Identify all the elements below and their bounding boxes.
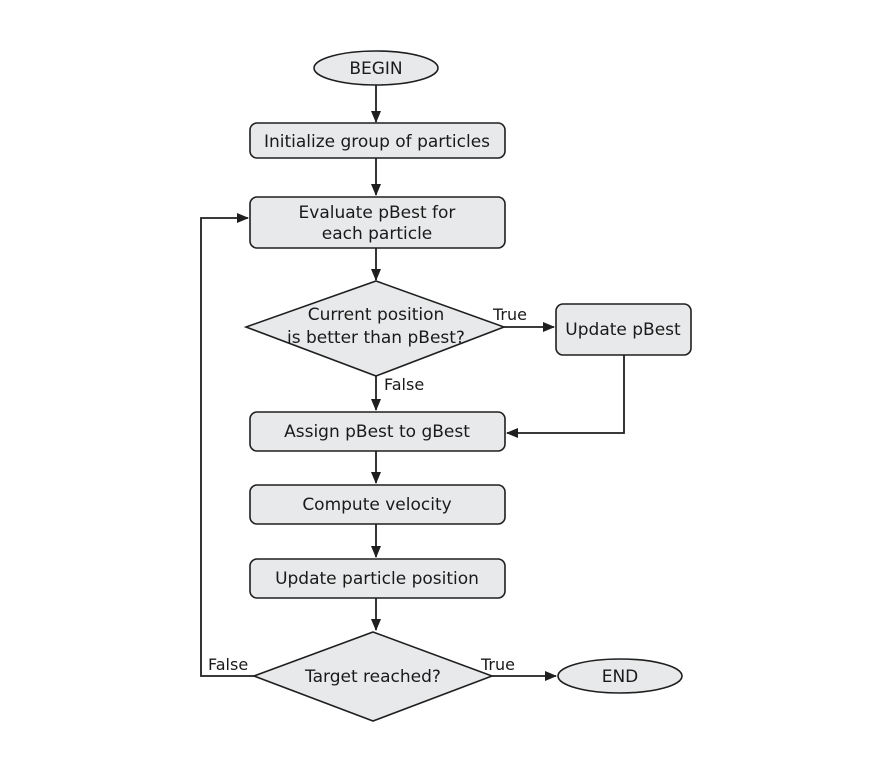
edge-update-pbest-to-assign [506, 355, 625, 438]
position-decision-label-line-2: is better than pBest? [287, 328, 465, 348]
connectors [200, 84, 625, 681]
update-position-label: Update particle position [275, 569, 479, 589]
position-true-label: True [492, 305, 527, 324]
initialize-label: Initialize group of particles [264, 132, 490, 152]
velocity-step: Compute velocity [249, 484, 506, 525]
evaluate-step: Evaluate pBest for each particle [249, 196, 506, 249]
assign-label: Assign pBest to gBest [284, 422, 470, 442]
update-pbest-step: Update pBest [555, 303, 692, 356]
target-decision: Target reached? [251, 631, 495, 722]
update-position-step: Update particle position [249, 558, 506, 599]
assign-step: Assign pBest to gBest [249, 411, 506, 452]
position-false-label: False [384, 375, 424, 394]
begin-node: BEGIN [313, 50, 439, 86]
begin-label: BEGIN [349, 59, 402, 79]
target-true-label: True [480, 655, 515, 674]
update-pbest-label: Update pBest [565, 320, 681, 340]
velocity-label: Compute velocity [302, 495, 451, 515]
position-decision: Current position is better than pBest? [243, 280, 507, 377]
evaluate-label-line-2: each particle [322, 224, 433, 244]
initialize-step: Initialize group of particles [249, 122, 506, 159]
evaluate-label-line-1: Evaluate pBest for [299, 203, 456, 223]
edge-target-false-loop-to-evaluate [200, 213, 254, 677]
end-node: END [557, 658, 683, 694]
target-false-label: False [208, 655, 248, 674]
position-decision-label-line-1: Current position [308, 305, 445, 325]
end-label: END [602, 667, 639, 687]
target-decision-label: Target reached? [304, 667, 441, 687]
